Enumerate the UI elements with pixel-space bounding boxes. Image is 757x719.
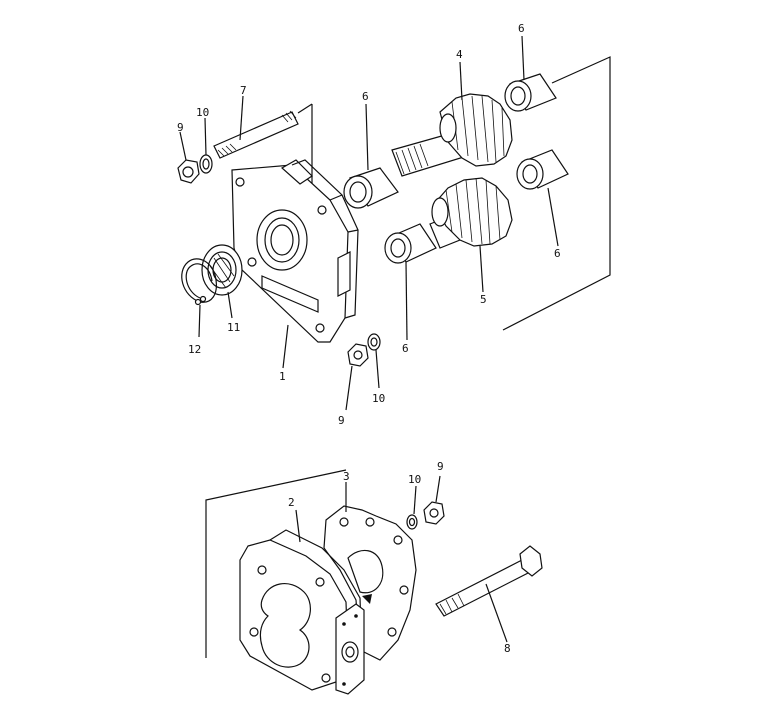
washer-10-middle — [367, 333, 381, 389]
callout-6-b: 6 — [518, 22, 525, 35]
callout-8: 8 — [504, 642, 511, 655]
washer-10-bottom — [406, 485, 418, 530]
callout-5: 5 — [480, 293, 487, 306]
needle-bearing-6-d — [516, 149, 569, 247]
nut-9-top — [177, 131, 200, 184]
nut-9-middle — [345, 343, 369, 411]
nut-9-bottom — [423, 475, 445, 525]
drive-gear-shaft-4 — [391, 61, 513, 177]
callout-11: 11 — [227, 321, 240, 334]
driven-gear-shaft-5 — [429, 177, 513, 293]
stud-bolt-7 — [213, 95, 299, 159]
callout-7: 7 — [240, 84, 247, 97]
callout-6-c: 6 — [402, 342, 409, 355]
callout-9-top: 9 — [177, 121, 184, 134]
needle-bearing-6-a — [343, 103, 399, 209]
callout-1: 1 — [279, 370, 286, 383]
washer-10-top — [199, 117, 213, 174]
callout-6-d: 6 — [554, 247, 561, 260]
reference-bracket-bottom — [205, 469, 347, 658]
callout-4: 4 — [456, 48, 463, 61]
callout-12: 12 — [188, 343, 201, 356]
callout-9-middle: 9 — [338, 414, 345, 427]
callout-2: 2 — [288, 496, 295, 509]
needle-bearing-6-b — [504, 35, 557, 112]
callout-6-a: 6 — [362, 90, 369, 103]
needle-bearing-6-c — [384, 223, 437, 341]
long-bolt-8 — [435, 545, 543, 643]
callout-9-bottom: 9 — [437, 460, 444, 473]
callout-3: 3 — [343, 470, 350, 483]
ball-bearing-11 — [201, 244, 243, 319]
callout-10-middle: 10 — [372, 392, 385, 405]
gear-housing-3 — [323, 482, 417, 661]
callout-10-bottom: 10 — [408, 473, 421, 486]
callout-10-top: 10 — [196, 106, 209, 119]
front-cover-housing — [231, 159, 359, 369]
rear-body-2 — [239, 509, 372, 695]
snap-ring-12 — [181, 258, 217, 338]
